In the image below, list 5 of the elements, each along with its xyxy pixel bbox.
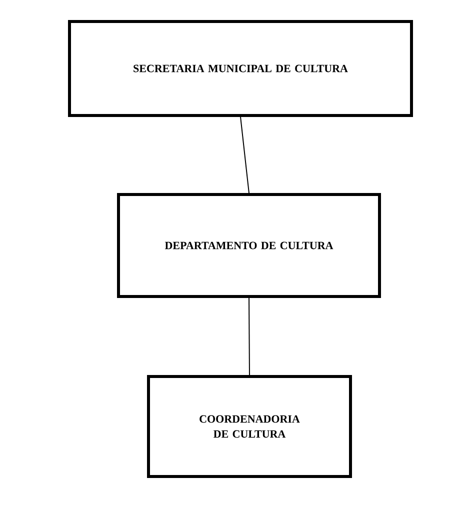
org-box: COORDENADORIA DE CULTURA — [147, 375, 352, 478]
org-box: SECRETARIA MUNICIPAL DE CULTURA — [68, 20, 413, 117]
connector-line — [240, 116, 250, 194]
org-box: DEPARTAMENTO DE CULTURA — [117, 193, 381, 298]
connector-line — [248, 298, 250, 376]
